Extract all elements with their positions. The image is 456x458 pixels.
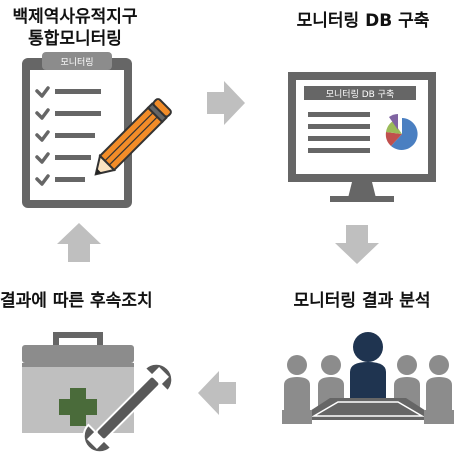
- step1-title-line1: 백제역사유적지구: [12, 7, 138, 27]
- step3-title: 모니터링 결과 분석: [293, 291, 431, 311]
- presenter-body: [350, 362, 386, 400]
- monitor-icon: 모니터링 DB 구축: [288, 72, 436, 202]
- arrow-up-icon: [57, 223, 101, 262]
- meeting-icon: [282, 332, 454, 424]
- checklist: [35, 86, 50, 186]
- clipboard-label: 모니터링: [60, 56, 93, 68]
- wrench-icon: [82, 362, 174, 454]
- step2-title: 모니터링 DB 구축: [296, 11, 430, 31]
- step1-title: 백제역사유적지구 통합모니터링: [0, 6, 150, 50]
- clipboard-icon: 모니터링: [22, 52, 132, 208]
- screen-title: 모니터링 DB 구축: [326, 88, 395, 100]
- medical-cross-icon: [59, 388, 97, 426]
- step1-title-line2: 통합모니터링: [28, 29, 122, 49]
- pencil-icon: [94, 98, 172, 176]
- arrow-right-icon: [207, 81, 245, 125]
- arrow-down-icon: [335, 225, 379, 264]
- step4-title: 결과에 따른 후속조치: [0, 291, 153, 311]
- presenter-head: [353, 332, 383, 362]
- pie-chart-icon: [385, 114, 418, 150]
- arrow-left-icon: [198, 371, 236, 415]
- meeting-table: [296, 398, 440, 420]
